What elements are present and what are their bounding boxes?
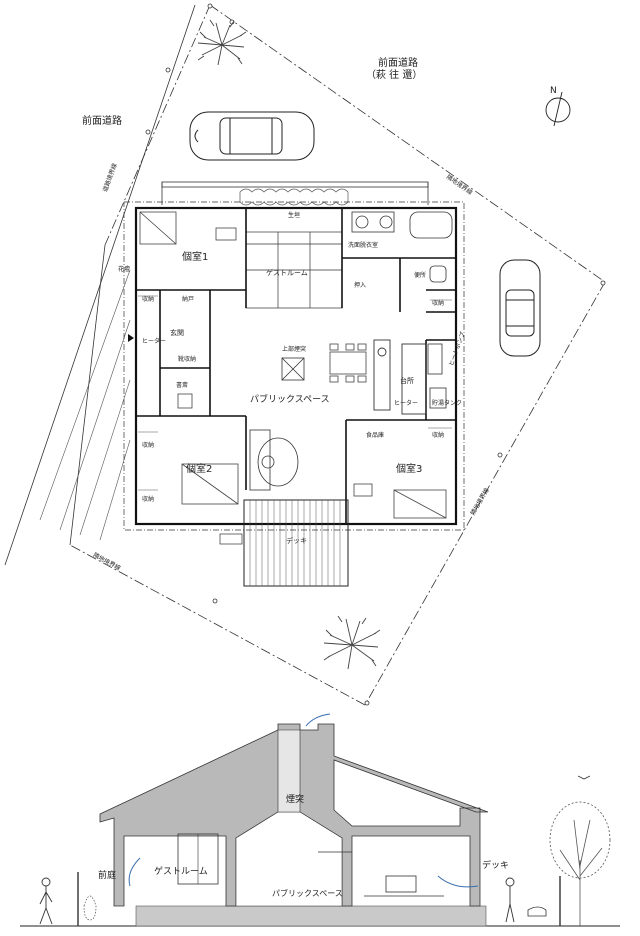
site-boundary bbox=[69, 4, 606, 706]
hedge-shape bbox=[239, 188, 349, 206]
label-storage-3: 収納 bbox=[142, 496, 155, 503]
label-storage-2: 収納 bbox=[142, 442, 155, 449]
section-chimney-label: 煙突 bbox=[286, 795, 305, 805]
section-guest-room-label: ゲストルーム bbox=[154, 867, 208, 877]
label-storage-5: 収納 bbox=[432, 432, 445, 439]
label-hedge: 生垣 bbox=[288, 212, 301, 219]
label-shoe-storage: 靴収納 bbox=[178, 356, 197, 363]
room-entry: 玄関 bbox=[170, 329, 184, 337]
car-right-icon bbox=[499, 259, 541, 357]
label-water-tank: 貯湯タンク bbox=[432, 400, 463, 407]
label-storage-1: 収納 bbox=[142, 296, 155, 303]
room-private3: 個室3 bbox=[396, 464, 423, 475]
north-label: N bbox=[550, 86, 557, 96]
room-guest: ゲストルーム bbox=[266, 269, 308, 277]
section-deck-label: デッキ bbox=[482, 861, 510, 871]
cat-icon bbox=[527, 906, 547, 917]
person-right-icon bbox=[505, 877, 515, 923]
person-left-icon bbox=[39, 877, 53, 925]
tree-bottom-icon bbox=[323, 615, 381, 670]
boundary-points bbox=[145, 3, 606, 706]
parking-lines bbox=[39, 269, 131, 541]
front-road-left-label: 前面道路 bbox=[82, 116, 122, 127]
room-deck: デッキ bbox=[286, 537, 307, 545]
label-heater-upper: 上部煙突 bbox=[282, 346, 307, 353]
deck-boards bbox=[243, 499, 349, 587]
floor-plan bbox=[123, 201, 465, 587]
section-drawing bbox=[20, 713, 620, 927]
room-public-space: パブリックスペース bbox=[250, 395, 330, 405]
car-top-icon bbox=[189, 111, 315, 161]
section-front-garden-label: 前庭 bbox=[98, 871, 117, 881]
north-arrow-icon bbox=[545, 91, 571, 127]
label-heater-right: ヒーター bbox=[394, 400, 419, 407]
label-oshiire: 押入 bbox=[354, 282, 367, 289]
tree-top-icon bbox=[197, 19, 247, 66]
front-road-top-label: 前面道路 bbox=[378, 58, 418, 69]
room-laundry: 洗面脱衣室 bbox=[348, 242, 379, 249]
room-toilet: 便所 bbox=[414, 272, 427, 279]
room-private1: 個室1 bbox=[182, 252, 209, 263]
room-study: 書斎 bbox=[176, 382, 189, 389]
front-road-top-sub-label: （萩 往 還） bbox=[366, 70, 423, 81]
guest-room-floor bbox=[245, 231, 343, 309]
section-public-space-label: パブリックスペース bbox=[272, 889, 343, 898]
room-pantry: 食品庫 bbox=[366, 432, 385, 439]
road-edge-left-inner bbox=[69, 244, 106, 546]
label-closet: 納戸 bbox=[182, 296, 195, 303]
tree-right-icon bbox=[549, 801, 611, 926]
label-flower-bed: 花壇 bbox=[118, 266, 131, 273]
entry-arrow-icon bbox=[128, 334, 134, 342]
label-heater-left: ヒーター bbox=[142, 338, 167, 345]
room-kitchen: 台所 bbox=[400, 377, 414, 385]
top-fence bbox=[161, 181, 429, 188]
room-private2: 個室2 bbox=[186, 464, 213, 475]
label-storage-4: 収納 bbox=[432, 300, 445, 307]
